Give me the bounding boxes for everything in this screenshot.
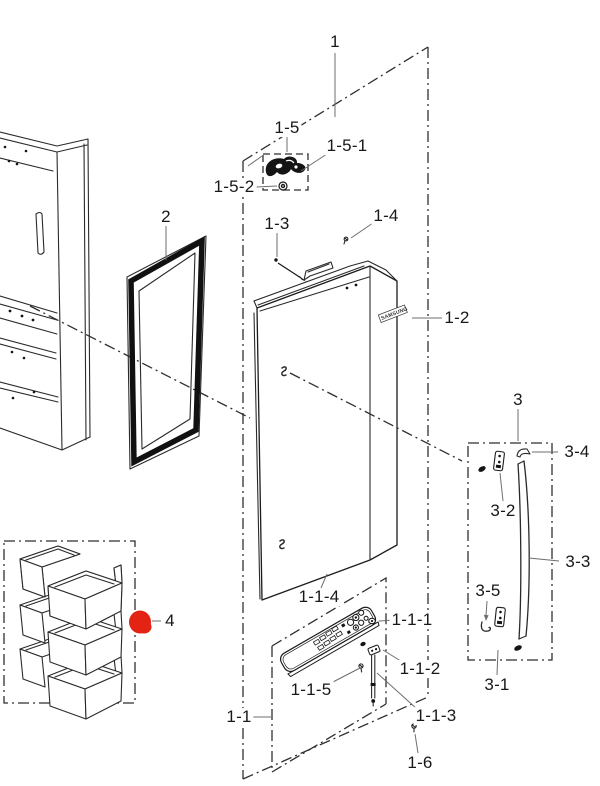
callout-1-5-1: 1-5-1 — [324, 136, 370, 156]
callout-1: 1 — [328, 32, 342, 52]
dispenser-panel-drawing — [279, 606, 380, 678]
group-1-5-boundary — [262, 153, 309, 191]
handle-brackets-drawing — [478, 450, 506, 632]
callout-3-4: 3-4 — [562, 442, 592, 462]
callout-1-1-2: 1-1-2 — [397, 659, 443, 679]
leader-lines — [152, 53, 560, 754]
callout-1-5: 1-5 — [272, 118, 302, 138]
cabinet-drawing — [0, 131, 91, 451]
callout-3-1: 3-1 — [482, 675, 512, 695]
dispenser-small-parts — [358, 617, 417, 733]
callout-1-1-3: 1-1-3 — [413, 706, 459, 726]
callout-1-4: 1-4 — [371, 206, 401, 226]
door-panel-drawing — [253, 260, 398, 601]
hinge-lever-drawing — [265, 156, 306, 191]
callout-1-1: 1-1 — [224, 707, 254, 727]
callout-2: 2 — [159, 207, 173, 227]
callout-3-5: 3-5 — [473, 581, 503, 601]
door-gasket-drawing — [126, 235, 207, 470]
top-fasteners — [274, 236, 349, 282]
callout-1-1-4: 1-1-4 — [296, 587, 342, 607]
callout-4: 4 — [163, 611, 177, 631]
group-4-boundary — [3, 540, 136, 704]
callout-3: 3 — [511, 390, 525, 410]
callout-3-2: 3-2 — [488, 501, 518, 521]
callout-1-3: 1-3 — [262, 214, 292, 234]
callout-1-1-1: 1-1-1 — [389, 610, 435, 630]
callout-1-5-2: 1-5-2 — [211, 177, 257, 197]
callout-3-3: 3-3 — [563, 552, 593, 572]
part-4-marker[interactable] — [129, 610, 152, 634]
assembly-axis-line — [29, 305, 251, 419]
group-1-1-boundary — [271, 576, 387, 774]
callout-1-2: 1-2 — [442, 308, 472, 328]
callout-1-6: 1-6 — [405, 753, 435, 773]
handle-bar-drawing — [514, 448, 531, 651]
callout-1-1-5: 1-1-5 — [288, 680, 334, 700]
group-3-boundary — [467, 442, 553, 661]
